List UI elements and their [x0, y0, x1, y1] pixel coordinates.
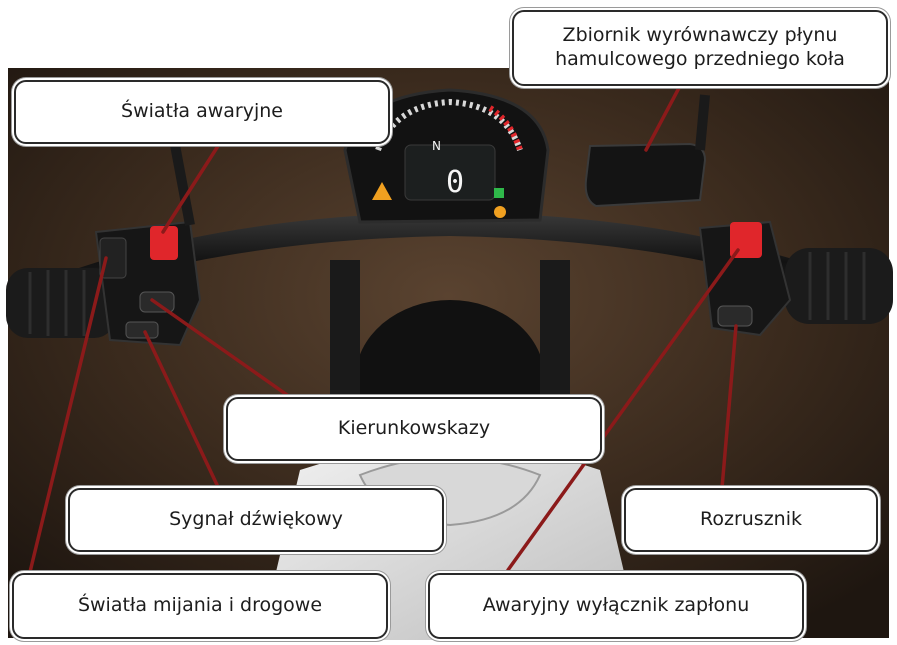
leader-beam — [28, 256, 108, 574]
label-front-brake-reservoir: Zbiornik wyrównawczy płynu hamulcowego p… — [512, 10, 888, 86]
leader-engine-stop — [506, 248, 740, 572]
right-grip — [785, 248, 893, 324]
leader-starter — [720, 324, 738, 490]
amber-indicator-light — [494, 206, 506, 218]
tachometer-arc — [375, 98, 523, 152]
speed-readout: 0 — [446, 165, 464, 200]
starter-button — [717, 305, 753, 327]
label-engine-stop-switch: Awaryjny wyłącznik zapłonu — [428, 573, 804, 639]
label-horn: Sygnał dźwiękowy — [68, 488, 444, 552]
mirror-stem-right — [695, 94, 710, 151]
warning-indicator-light — [372, 182, 392, 200]
label-turn-signals: Kierunkowskazy — [226, 397, 602, 461]
leader-brake-reservoir — [644, 84, 682, 152]
leader-turn-signal — [150, 298, 292, 399]
green-indicator-light — [494, 188, 504, 198]
handlebar — [20, 212, 880, 312]
beam-switch — [99, 237, 127, 279]
horn-button — [125, 321, 159, 339]
gear-indicator: N — [432, 139, 441, 153]
leader-hazard — [161, 144, 220, 234]
leader-lines — [28, 84, 740, 574]
label-hazard-lights: Światła awaryjne — [14, 80, 390, 144]
left-grip — [6, 268, 116, 338]
mirror-stem-left — [170, 144, 195, 226]
lcd-panel — [404, 144, 496, 201]
label-starter: Rozrusznik — [624, 488, 878, 552]
label-dipped-main-beam: Światła mijania i drogowe — [12, 573, 388, 639]
hazard-switch — [150, 226, 178, 260]
brake-reservoir — [584, 142, 707, 208]
leader-horn — [143, 330, 220, 489]
